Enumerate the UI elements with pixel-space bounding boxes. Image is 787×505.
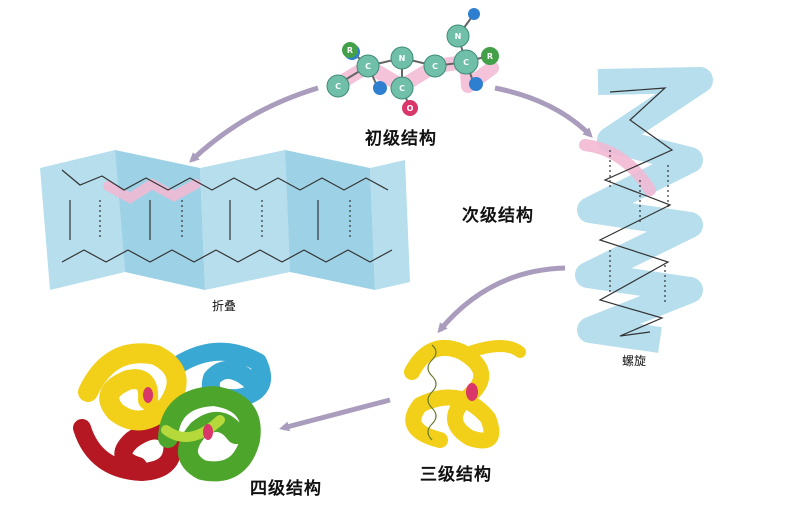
tertiary-structure: [404, 340, 526, 449]
atom-carbon-1: [326, 74, 350, 98]
atom-hydrogen-2: [373, 81, 387, 95]
atom-label-n1: N: [399, 54, 406, 63]
subunit-yellow: [78, 343, 187, 431]
atom-label-c1: C: [335, 82, 341, 91]
primary-structure-molecule: R C C N C C N C R O: [326, 8, 499, 116]
atom-label-r-right: R: [487, 52, 493, 61]
label-helix: 螺旋: [622, 354, 647, 368]
label-tertiary-structure: 三级结构: [420, 465, 492, 485]
alpha-helix: [575, 67, 713, 353]
label-pleated-sheet: 折叠: [212, 299, 237, 313]
arrow-primary-to-helix: [494, 85, 593, 138]
atom-nitrogen-1: [390, 46, 414, 70]
atom-carbon-5: [453, 49, 479, 75]
atom-label-c3: C: [399, 84, 405, 93]
atom-r-left: [342, 42, 358, 58]
atom-label-c4: C: [432, 62, 438, 71]
atom-r-right: [481, 47, 499, 65]
atom-carbon-3: [390, 76, 414, 100]
quaternary-structure: [73, 342, 271, 482]
label-quaternary-structure: 四级结构: [250, 479, 322, 499]
atom-carbon-4: [423, 54, 447, 78]
label-primary-structure: 初级结构: [365, 129, 437, 149]
label-secondary-structure: 次级结构: [462, 206, 534, 226]
atom-label-o: O: [407, 104, 414, 113]
arrow-tertiary-to-quaternary: [279, 397, 391, 432]
atom-carbon-2: [356, 54, 380, 78]
arrow-primary-to-sheet: [189, 85, 319, 163]
atom-hydrogen-top: [468, 8, 480, 20]
atom-label-c2: C: [365, 62, 371, 71]
atom-nitrogen-2: [446, 24, 470, 48]
atom-label-r-left: R: [347, 46, 353, 55]
arrow-helix-to-tertiary: [437, 265, 566, 334]
atom-hydrogen-3: [469, 77, 483, 91]
atom-label-c5: C: [463, 58, 469, 67]
pleated-sheet: [40, 150, 410, 290]
atom-label-n2: N: [455, 32, 462, 41]
atom-oxygen: [402, 100, 418, 116]
